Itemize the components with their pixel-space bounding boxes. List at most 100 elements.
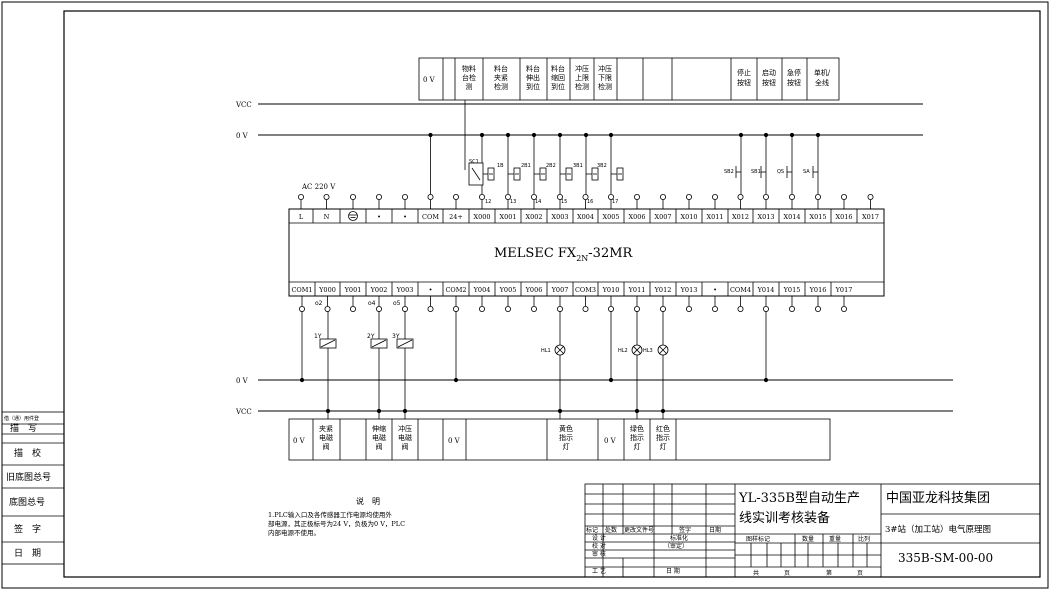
sensor-label-line: 上限 bbox=[575, 73, 589, 82]
ground-icon bbox=[348, 211, 358, 221]
button-sa-label: SA bbox=[803, 169, 810, 175]
scale-label: 比列 bbox=[858, 535, 870, 543]
terminal-ring bbox=[531, 305, 538, 312]
plc-output-terminal: Y011 bbox=[628, 286, 646, 294]
lamp-cross bbox=[659, 346, 667, 354]
inner-border bbox=[63, 10, 1041, 578]
pin-label: 15 bbox=[561, 199, 567, 205]
plc-input-terminal: X003 bbox=[551, 213, 568, 221]
bottom-label-line: 阀 bbox=[376, 442, 383, 451]
terminal-ring bbox=[841, 193, 848, 200]
plc-output-terminal: Y003 bbox=[396, 286, 414, 294]
sensor-label-line: 下限 bbox=[598, 73, 612, 82]
terminal-ring bbox=[660, 305, 667, 312]
plc-input-terminal: X017 bbox=[862, 213, 879, 221]
top-box-0v: 0 V bbox=[423, 76, 436, 84]
terminal-ring bbox=[401, 193, 408, 200]
button-sb1-label: SB1 bbox=[751, 169, 761, 175]
sc1-sensor-mark bbox=[471, 167, 481, 181]
page2-label: 页 bbox=[857, 570, 863, 577]
terminal-ring bbox=[867, 193, 874, 200]
terminal-ring bbox=[349, 193, 356, 200]
terminal-ring bbox=[323, 193, 330, 200]
plc-input-terminal: 24+ bbox=[449, 213, 463, 221]
plc-input-terminal: X006 bbox=[628, 213, 645, 221]
terminal-ring bbox=[297, 193, 304, 200]
drawing-number: 335B-SM-00-00 bbox=[898, 551, 993, 565]
rev-header: 日期 bbox=[709, 526, 721, 534]
plc-input-terminal: X016 bbox=[835, 213, 852, 221]
plc-input-terminal: X004 bbox=[577, 213, 594, 221]
bottom-label-line: 电磁 bbox=[398, 433, 412, 442]
role-label: 审 核 bbox=[592, 550, 606, 558]
solenoid-mark bbox=[397, 339, 413, 348]
sensor-1b-label: 1B bbox=[497, 163, 504, 169]
lamp-hl1-label: HL1 bbox=[541, 348, 551, 354]
terminal-ring bbox=[452, 193, 459, 200]
sensor-2b1-label: 2B1 bbox=[521, 163, 531, 169]
terminal-ring bbox=[478, 193, 485, 200]
sensor-label-line: 到位 bbox=[526, 82, 540, 91]
sensor-label-line: 检测 bbox=[494, 82, 508, 91]
no-label: 第 bbox=[826, 569, 832, 577]
terminal-ring bbox=[375, 305, 382, 312]
plc-input-terminal: X002 bbox=[525, 213, 542, 221]
button-qs-label: QS bbox=[777, 169, 784, 175]
title-block-grid bbox=[584, 483, 1041, 578]
lamp-hl3-label: HL3 bbox=[643, 348, 653, 354]
left-strip-row: 描 写 bbox=[10, 422, 37, 434]
terminal-ring bbox=[427, 193, 434, 200]
bottom-label-line: 阀 bbox=[402, 442, 409, 451]
qty-label: 数量 bbox=[802, 535, 814, 543]
terminal-ring bbox=[634, 193, 641, 200]
sensor-label-line: 台检 bbox=[462, 73, 476, 82]
left-strip-table bbox=[1, 411, 65, 565]
bottom-label-line: 冲压 bbox=[398, 424, 412, 433]
bottom-box-0v-b: 0 V bbox=[448, 437, 461, 445]
weight-label: 重量 bbox=[829, 535, 841, 543]
terminal-ring bbox=[763, 305, 770, 312]
terminal-ring bbox=[582, 193, 589, 200]
terminal-ring bbox=[634, 305, 641, 312]
valve-3y-label: 3Y bbox=[392, 333, 400, 340]
bottom-label-line: 电磁 bbox=[372, 433, 386, 442]
terminal-ring bbox=[686, 305, 693, 312]
sensor-label-line: 冲压 bbox=[598, 64, 612, 73]
pin-label: 16 bbox=[587, 199, 593, 205]
solenoid-mark bbox=[371, 339, 387, 348]
sensor-label-line: 物料 bbox=[462, 64, 476, 73]
plc-input-terminal: X005 bbox=[602, 213, 619, 221]
terminal-ring bbox=[815, 305, 822, 312]
bottom-label-line: 指示 bbox=[630, 433, 644, 442]
output-o5-label: o5 bbox=[393, 300, 401, 307]
input-wiring bbox=[428, 100, 821, 195]
button-label-line: 启动 bbox=[762, 68, 776, 77]
product-line-1: YL-335B型自动生产 bbox=[738, 491, 860, 506]
rev-header: 标记 bbox=[586, 526, 598, 534]
plc-input-terminal: COM bbox=[422, 213, 439, 221]
plc-output-terminal: Y000 bbox=[318, 286, 336, 294]
left-strip-row: 日 期 bbox=[14, 548, 41, 559]
plc-body bbox=[288, 208, 885, 297]
role-label: 设 计 bbox=[592, 534, 606, 542]
terminal-ring bbox=[608, 305, 615, 312]
plc-output-terminal: Y004 bbox=[473, 286, 491, 294]
lamp-hl2-label: HL2 bbox=[618, 348, 628, 354]
bottom-label-line: 夹紧 bbox=[319, 424, 333, 433]
sensor-label-line: 伸出 bbox=[526, 73, 540, 82]
plc-model: MELSEC FX2N-32MR bbox=[494, 246, 634, 263]
plc-output-terminal: Y001 bbox=[344, 286, 362, 294]
valve-1y-label: 1Y bbox=[314, 333, 322, 340]
plc-output-terminal: Y002 bbox=[370, 286, 388, 294]
plc-input-terminal: N bbox=[324, 213, 330, 221]
terminal-ring bbox=[815, 193, 822, 200]
plc-input-terminal: X001 bbox=[499, 213, 516, 221]
role-label: 工 艺 bbox=[592, 567, 606, 575]
plc-input-terminal: X010 bbox=[680, 213, 697, 221]
lamp-cross bbox=[633, 346, 641, 354]
sensor-label-line: 到位 bbox=[551, 82, 565, 91]
bottom-box-0v-a: 0 V bbox=[293, 437, 306, 445]
terminal-ring bbox=[582, 305, 589, 312]
